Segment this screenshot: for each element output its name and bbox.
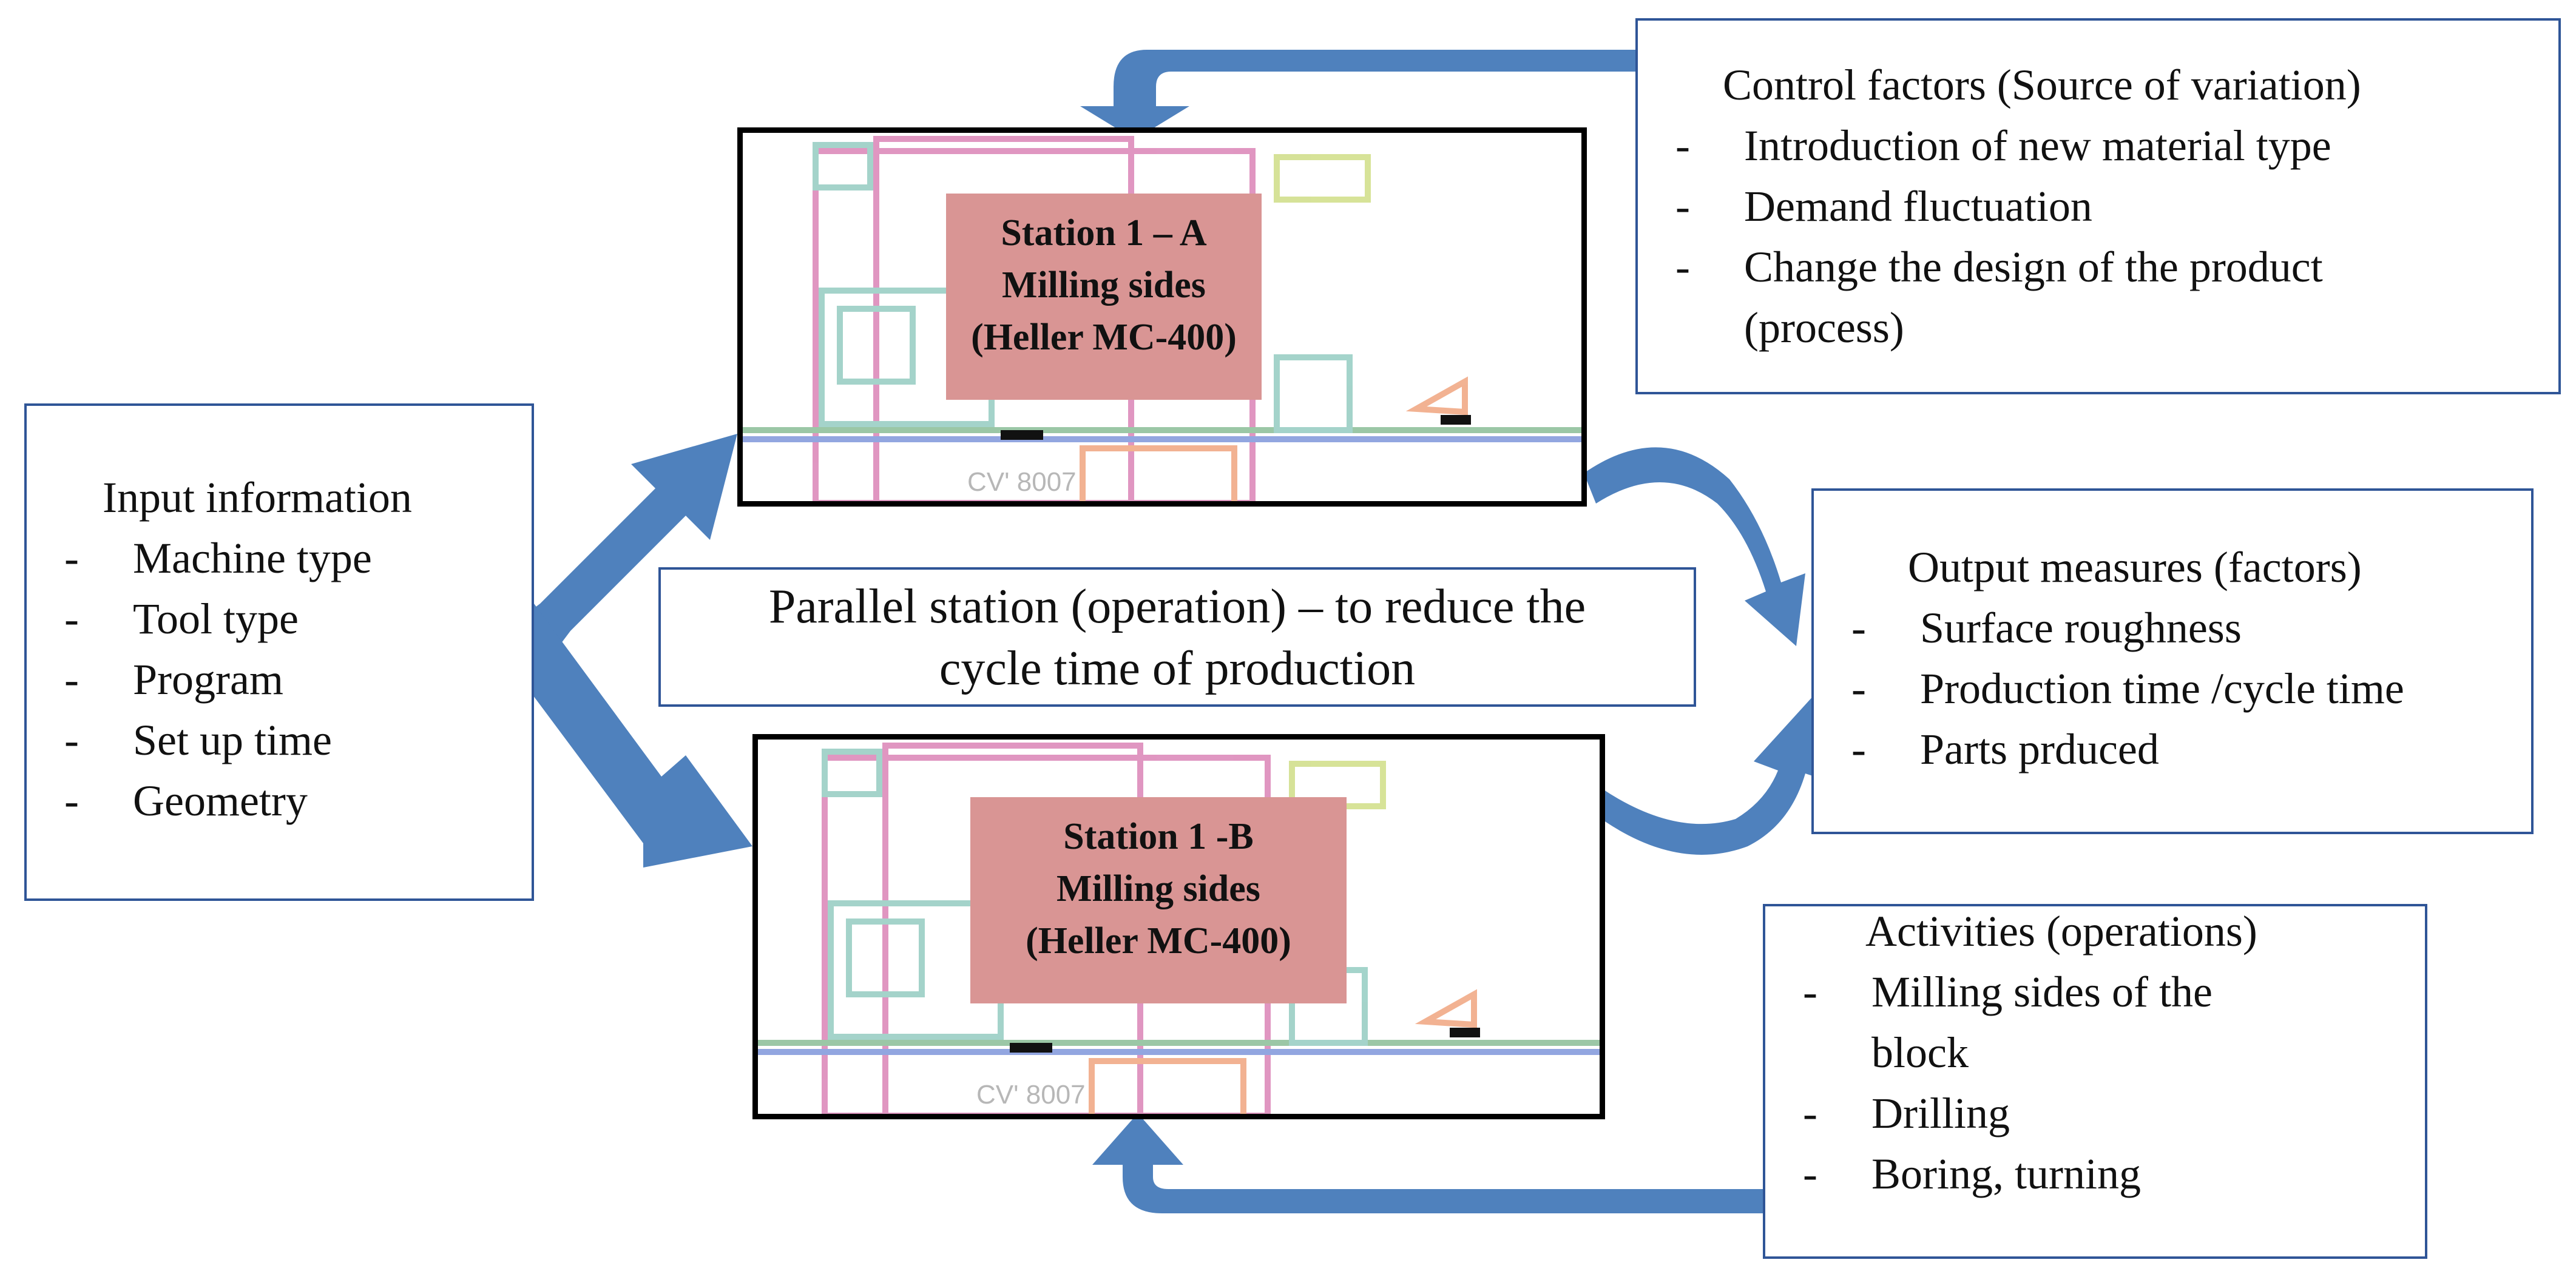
activities-bullet: - (1803, 968, 1817, 1016)
input-info-box: Input information - Machine type - Tool … (24, 403, 534, 901)
activities-item-milling: Milling sides of the (1871, 968, 2213, 1016)
output-bullet: - (1851, 725, 1866, 774)
output-measures-title: Output measures (factors) (1908, 543, 2362, 592)
parallel-station-line-2: cycle time of production (939, 642, 1416, 695)
output-item-parts-produced: Parts prduced (1920, 725, 2159, 774)
station-1a-panel: CV' 8007 Station 1 – A Milling sides (He… (737, 127, 1587, 507)
station-1a-machine: (Heller MC-400) (971, 317, 1237, 358)
output-item-production-time: Production time /cycle time (1920, 664, 2404, 713)
station-b-caption: CV' 8007 (976, 1080, 1086, 1110)
activities-bullet: - (1803, 1089, 1817, 1138)
station-1a-operation: Milling sides (1002, 265, 1206, 306)
station-1a-title: Station 1 – A (1001, 212, 1207, 254)
activities-item-milling-cont: block (1871, 1028, 1969, 1077)
control-bullet: - (1675, 243, 1690, 291)
arrow-station-a-to-output (1584, 447, 1805, 646)
arrow-activities-to-station-b (1092, 1113, 1769, 1213)
station-1b-machine: (Heller MC-400) (1026, 920, 1291, 962)
activities-item-drilling: Drilling (1871, 1089, 2010, 1138)
control-item-demand: Demand fluctuation (1744, 182, 2092, 231)
activities-box: Activities (operations) - Milling sides … (1763, 904, 2427, 1259)
control-item-design-change: Change the design of the product (1744, 243, 2323, 291)
control-bullet: - (1675, 182, 1690, 231)
input-item-program: Program (133, 655, 283, 704)
input-bullet: - (64, 595, 79, 643)
arrow-to-station-b (492, 604, 752, 868)
input-bullet: - (64, 716, 79, 764)
control-factors-box: Control factors (Source of variation) - … (1635, 18, 2561, 394)
activities-title: Activities (operations) (1865, 907, 2257, 956)
arrow-station-b-to-output (1593, 695, 1833, 855)
input-bullet: - (64, 655, 79, 704)
control-factors-title: Control factors (Source of variation) (1723, 61, 2361, 109)
station-1b-label: Station 1 -B Milling sides (Heller MC-40… (970, 797, 1347, 1003)
arrow-control-to-station-a (1080, 50, 1638, 140)
control-item-design-change-cont: (process) (1744, 303, 1904, 352)
output-bullet: - (1851, 664, 1866, 713)
input-item-machine-type: Machine type (133, 534, 372, 582)
input-bullet: - (64, 534, 79, 582)
activities-bullet: - (1803, 1150, 1817, 1198)
station-1b-operation: Milling sides (1056, 868, 1260, 909)
input-item-geometry: Geometry (133, 777, 308, 825)
machine-schematic-a: CV' 8007 (743, 136, 1581, 501)
parallel-station-box: Parallel station (operation) – to reduce… (658, 567, 1696, 707)
control-bullet: - (1675, 121, 1690, 170)
input-item-set-up-time: Set up time (133, 716, 332, 764)
station-a-caption: CV' 8007 (967, 467, 1077, 497)
station-1a-label: Station 1 – A Milling sides (Heller MC-4… (946, 194, 1262, 400)
input-bullet: - (64, 777, 79, 825)
station-1b-panel: CV' 8007 Station 1 -B Milling sides (Hel… (752, 734, 1605, 1119)
output-bullet: - (1851, 604, 1866, 652)
arrow-to-station-a (492, 434, 737, 679)
machine-schematic-b: CV' 8007 (758, 743, 1600, 1114)
input-item-tool-type: Tool type (133, 595, 299, 643)
output-item-surface-roughness: Surface roughness (1920, 604, 2242, 652)
station-1b-title: Station 1 -B (1063, 816, 1254, 857)
control-item-new-material: Introduction of new material type (1744, 121, 2331, 170)
output-measures-box: Output measures (factors) - Surface roug… (1811, 488, 2534, 834)
input-info-title: Input information (103, 473, 412, 522)
parallel-station-line-1: Parallel station (operation) – to reduce… (768, 580, 1586, 633)
activities-item-boring: Boring, turning (1871, 1150, 2141, 1198)
